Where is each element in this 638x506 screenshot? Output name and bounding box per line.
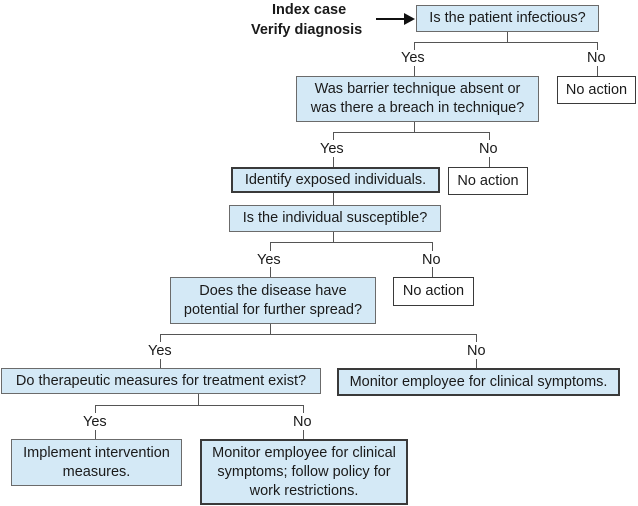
connector (160, 334, 161, 342)
connector (489, 132, 490, 140)
connector (270, 242, 271, 251)
connector (432, 267, 433, 277)
branch-label-no: No (587, 50, 606, 66)
action-implement-intervention: Implement intervention measures. (11, 439, 182, 486)
no-action-box: No action (557, 76, 636, 104)
connector (303, 405, 304, 413)
question-patient-infectious: Is the patient infectious? (416, 5, 599, 32)
connector (160, 334, 477, 335)
connector (333, 193, 334, 205)
connector (414, 42, 415, 50)
branch-label-yes: Yes (320, 141, 344, 157)
no-action-box: No action (448, 167, 528, 195)
header-index-case: Index case (272, 2, 347, 18)
branch-label-yes: Yes (257, 252, 281, 268)
connector (95, 405, 96, 413)
branch-label-no: No (422, 252, 441, 268)
action-monitor-symptoms: Monitor employee for clinical symptoms. (337, 368, 620, 396)
connector (333, 157, 334, 167)
branch-label-no: No (479, 141, 498, 157)
connector (414, 42, 598, 43)
connector (333, 132, 334, 140)
connector (333, 132, 490, 133)
connector (270, 324, 271, 334)
connector (160, 359, 161, 368)
connector (303, 430, 304, 439)
connector (597, 66, 598, 76)
connector (597, 42, 598, 50)
action-identify-exposed: Identify exposed individuals. (231, 167, 440, 193)
connector (414, 122, 415, 132)
arrow-right-icon (376, 13, 415, 25)
question-barrier-technique: Was barrier technique absent or was ther… (296, 76, 539, 122)
connector (95, 430, 96, 439)
action-monitor-work-restrictions: Monitor employee for clinical symptoms; … (200, 439, 408, 505)
header-verify-diagnosis: Verify diagnosis (251, 22, 363, 38)
connector (198, 394, 199, 405)
branch-label-no: No (293, 414, 312, 430)
connector (270, 242, 433, 243)
branch-label-yes: Yes (401, 50, 425, 66)
no-action-box: No action (393, 277, 474, 306)
connector (432, 242, 433, 251)
connector (476, 334, 477, 342)
connector (476, 359, 477, 368)
connector (489, 157, 490, 167)
connector (507, 32, 508, 42)
question-further-spread: Does the disease have potential for furt… (170, 277, 376, 324)
question-individual-susceptible: Is the individual susceptible? (229, 205, 441, 232)
question-therapeutic-measures: Do therapeutic measures for treatment ex… (1, 368, 321, 394)
branch-label-yes: Yes (148, 343, 172, 359)
connector (414, 66, 415, 76)
branch-label-yes: Yes (83, 414, 107, 430)
connector (333, 232, 334, 242)
connector (270, 267, 271, 277)
branch-label-no: No (467, 343, 486, 359)
connector (95, 405, 304, 406)
